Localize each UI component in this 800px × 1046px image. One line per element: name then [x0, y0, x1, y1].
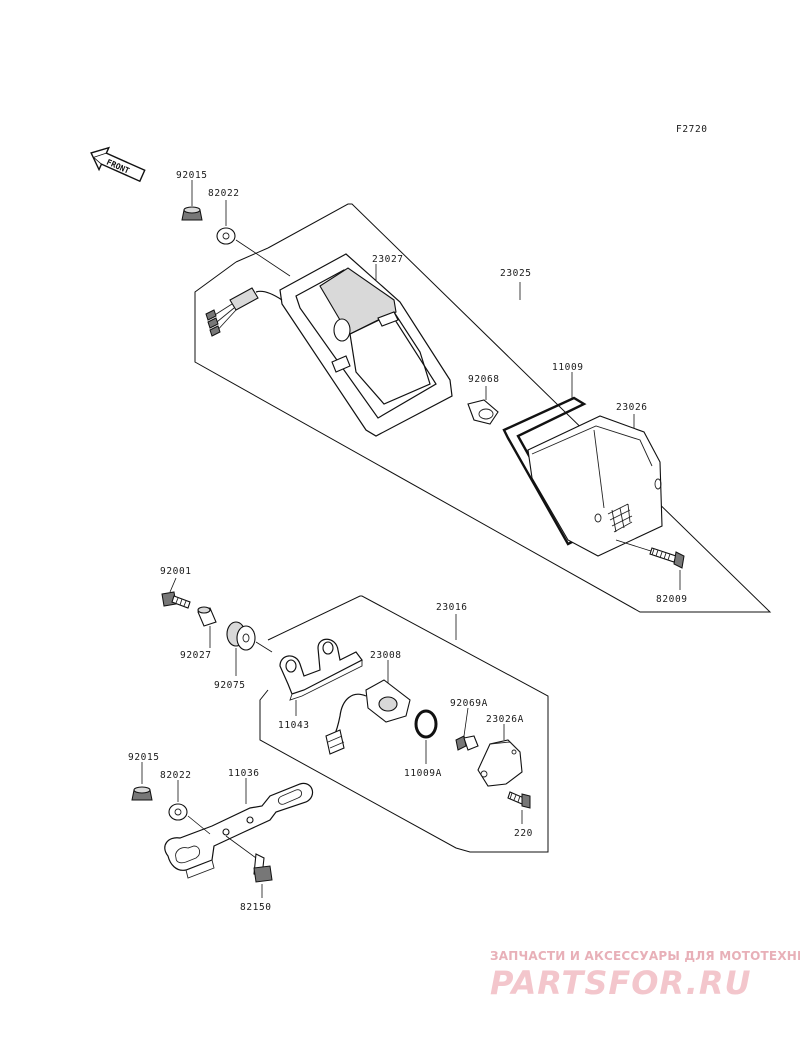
bulb-92068	[467, 386, 499, 425]
figure-code: F2720	[676, 124, 708, 135]
label-23027: 23027	[372, 254, 404, 265]
label-82150: 82150	[240, 902, 272, 913]
bracket-11043	[279, 638, 363, 716]
label-23026A: 23026A	[486, 714, 524, 725]
label-11009A: 11009A	[404, 768, 442, 779]
label-92075: 92075	[214, 680, 246, 691]
label-82022-lower: 82022	[160, 770, 192, 781]
label-92069A: 92069A	[450, 698, 488, 709]
label-11043: 11043	[278, 720, 310, 731]
label-11036: 11036	[228, 768, 260, 779]
label-92015-upper: 92015	[176, 170, 208, 181]
label-92027: 92027	[180, 650, 212, 661]
label-82022-upper: 82022	[208, 188, 240, 199]
label-92001: 92001	[160, 566, 192, 577]
label-23026: 23026	[616, 402, 648, 413]
bolt-82150	[225, 835, 273, 898]
plate-bracket-11036	[164, 778, 314, 879]
washer-82022-lower	[168, 780, 211, 835]
washer-82022-upper	[216, 200, 291, 277]
wire-connector-upper	[205, 287, 283, 337]
label-23016: 23016	[436, 602, 468, 613]
bulb-92069A	[455, 707, 479, 751]
label-23008: 23008	[370, 650, 402, 661]
socket-23008	[325, 660, 411, 755]
collar-92027	[197, 606, 217, 648]
front-arrow-icon: FRONT	[90, 146, 146, 183]
label-82009: 82009	[656, 594, 688, 605]
screw-220	[507, 791, 531, 824]
watermark-caption: ЗАПЧАСТИ И АКСЕССУАРЫ ДЛЯ МОТОТЕХНИКИ	[490, 949, 800, 963]
lens-23026A	[477, 724, 523, 787]
label-23025: 23025	[500, 268, 532, 279]
label-11009: 11009	[552, 362, 584, 373]
tail-lamp-base-23027	[279, 253, 453, 437]
watermark-brand: PARTSFOR.RU	[490, 964, 751, 1002]
assembly-frame-23016	[259, 595, 549, 853]
grommet-92075	[226, 621, 273, 676]
label-92015-lower: 92015	[128, 752, 160, 763]
gasket-11009A	[414, 709, 438, 764]
bolt-92001	[161, 577, 191, 609]
nut-92015-upper	[181, 180, 203, 221]
label-220: 220	[514, 828, 533, 839]
lens-23026	[527, 414, 663, 557]
assembly-frame-23025	[194, 203, 772, 613]
screw-82009	[615, 539, 685, 590]
label-92068: 92068	[468, 374, 500, 385]
nut-92015-lower	[131, 762, 153, 801]
